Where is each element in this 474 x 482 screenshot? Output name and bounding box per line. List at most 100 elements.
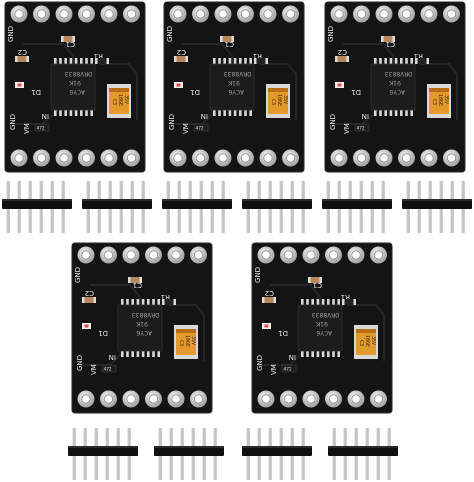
chip-pin <box>90 109 93 116</box>
chip-pin <box>384 109 387 116</box>
chip-pin <box>233 58 237 65</box>
header-plastic-spacer <box>242 199 312 209</box>
smd-capacitor-c2 <box>84 297 94 303</box>
chip-pin <box>379 109 382 116</box>
driver-ic <box>209 63 255 111</box>
spacer-highlight <box>242 199 312 201</box>
pad-hole <box>195 153 206 163</box>
chip-pin <box>244 109 247 116</box>
spacer-highlight <box>162 199 232 201</box>
chip-pin <box>379 58 382 65</box>
res-terminal <box>415 58 418 64</box>
cap-terminal <box>220 36 223 42</box>
driver-ic <box>370 63 416 111</box>
pad-hole <box>173 153 183 163</box>
chip-pin <box>332 299 335 306</box>
pad-hole <box>193 394 204 404</box>
chip-pin <box>374 109 377 116</box>
header-pin-strip <box>322 181 392 233</box>
chip-pin <box>126 350 129 357</box>
chip-marking-3: ACY6 <box>69 88 85 96</box>
chip-pin <box>121 350 124 357</box>
cap-terminal <box>128 277 131 283</box>
res-terminal <box>426 58 429 64</box>
silk-in-label: IN <box>201 112 208 120</box>
header-plastic-spacer <box>328 446 398 456</box>
smd-capacitor-c1 <box>130 277 140 283</box>
chip-pin <box>152 299 155 306</box>
silk-c2-label: C2 <box>338 48 347 56</box>
chip-pin <box>337 350 340 357</box>
cap-terminal <box>262 297 265 303</box>
header-pin-strip <box>154 428 224 480</box>
res-terminal <box>254 58 257 64</box>
cap-marking-1: C3 <box>178 340 184 346</box>
tantalum-capacitor-c3 <box>356 329 376 355</box>
cap-terminal <box>273 297 276 303</box>
pad-hole <box>446 9 457 19</box>
chip-pin <box>405 58 408 65</box>
cap-terminal <box>392 36 395 42</box>
chip-pin <box>228 58 232 65</box>
header-pin-strip <box>2 181 72 233</box>
led-lens <box>176 83 181 87</box>
silk-gnd2-label: GND <box>329 114 337 130</box>
res-terminal <box>173 299 176 305</box>
pad-hole <box>104 153 114 163</box>
pad-hole <box>424 153 434 163</box>
smd-capacitor-c1 <box>63 36 73 42</box>
resistor-code: 472 <box>37 126 45 132</box>
led-lens <box>84 324 89 328</box>
cap-marking-3: 35V <box>370 336 376 345</box>
spacer-highlight <box>402 199 472 201</box>
pad-hole <box>218 9 228 19</box>
chip-pin <box>69 58 73 65</box>
chip-pin <box>64 109 67 116</box>
pad-hole <box>328 394 339 404</box>
chip-pin <box>249 109 252 116</box>
silk-d1-label: D1 <box>98 329 108 337</box>
silk-c1-label: C1 <box>313 281 322 289</box>
header-plastic-spacer <box>402 199 472 209</box>
cap-terminal <box>26 56 29 62</box>
smd-capacitor-c2 <box>337 56 347 62</box>
res-terminal <box>353 299 356 305</box>
smd-capacitor-c1 <box>310 277 320 283</box>
chip-pin <box>223 58 226 65</box>
pad-hole <box>263 9 273 19</box>
pcb-trace <box>260 63 297 120</box>
header-pin-strip <box>242 181 312 233</box>
chip-pin <box>332 350 335 357</box>
chip-marking-2: 91K <box>389 79 401 87</box>
silk-in-label: IN <box>289 353 296 361</box>
chip-pin <box>126 299 129 306</box>
smd-capacitor-c1 <box>222 36 232 42</box>
header-pin-strip <box>82 181 152 233</box>
pad-hole <box>126 153 137 163</box>
resistor-code: 472 <box>357 126 365 132</box>
pad-hole <box>424 9 434 19</box>
chip-marking-1: DRV8833 <box>224 70 251 78</box>
cap-marking-1: C3 <box>358 340 364 346</box>
tantalum-capacitor-c3 <box>268 88 288 114</box>
spacer-highlight <box>68 446 138 448</box>
chip-pin <box>54 109 57 116</box>
pad-hole <box>171 250 181 260</box>
silk-vm-label: VM <box>270 364 278 375</box>
smd-resistor-472 <box>34 123 50 132</box>
smd-resistor-472 <box>193 123 209 132</box>
chip-pin <box>59 58 62 65</box>
chip-pin <box>400 58 403 65</box>
cap-marking-3: 35V <box>190 336 196 345</box>
res-terminal <box>106 58 109 64</box>
chip-pin <box>327 299 330 306</box>
chip-pin <box>394 58 398 65</box>
chip-marking-2: 91K <box>69 79 81 87</box>
tantalum-capacitor-c3 <box>429 88 449 114</box>
pad-hole <box>356 9 367 19</box>
silk-d1-label: D1 <box>31 88 41 96</box>
chip-pin <box>54 58 57 65</box>
chip-pin <box>337 299 340 306</box>
header-pin-strip <box>162 181 232 233</box>
